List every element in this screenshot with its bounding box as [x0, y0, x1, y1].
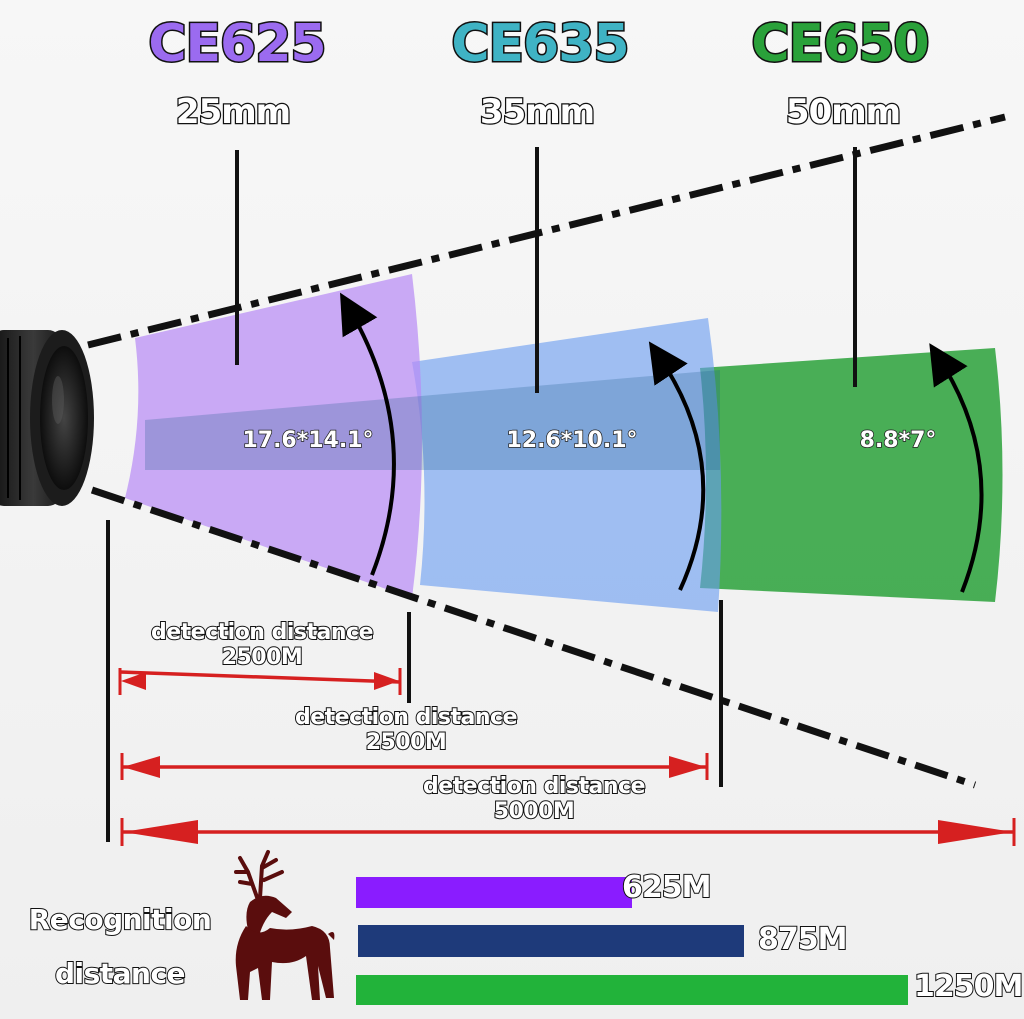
fov-boundary-bottom — [90, 486, 977, 789]
recognition-label-line1: Recognition — [28, 902, 213, 937]
fov-value-ce650: 8.8*7° — [859, 427, 937, 454]
lens-icon — [0, 330, 94, 506]
detection-value: 2500M — [365, 729, 448, 756]
detection-arrow-ce625 — [118, 668, 402, 695]
fov-arrow-ce625 — [340, 292, 396, 576]
beam-center — [145, 370, 720, 470]
fov-boundary-top — [87, 113, 1006, 349]
fov-arrow-ce650 — [929, 343, 984, 593]
detection-title: detection distance — [150, 619, 375, 646]
focal-length-ce625: 25mm — [175, 91, 293, 134]
detection-value: 5000M — [493, 798, 576, 825]
detection-title: detection distance — [422, 773, 647, 800]
model-title-ce635: CE635 — [450, 13, 631, 76]
fov-panel-ce635 — [412, 318, 722, 612]
fov-value-ce635: 12.6*10.1° — [506, 427, 639, 454]
fov-panel-ce650 — [700, 348, 1003, 602]
recognition-label-line2: distance — [54, 956, 187, 991]
focal-length-ce635: 35mm — [479, 91, 597, 134]
recognition-value-ce625: 625M — [621, 869, 713, 906]
detection-arrow-ce650 — [120, 818, 1016, 846]
model-title-ce650: CE650 — [750, 13, 931, 76]
deer-icon — [234, 850, 335, 1000]
detection-arrow-ce635 — [120, 753, 709, 780]
recognition-value-ce650: 1250M — [913, 968, 1024, 1005]
recognition-bar-ce625 — [356, 877, 632, 908]
recognition-value-ce635: 875M — [757, 921, 849, 958]
model-title-ce625: CE625 — [147, 13, 328, 76]
fov-value-ce625: 17.6*14.1° — [242, 427, 375, 454]
detection-title: detection distance — [294, 704, 519, 731]
recognition-bar-ce650 — [356, 975, 908, 1005]
detection-label-ce625: detection distance 2500M — [102, 619, 422, 671]
detection-label-ce635: detection distance 2500M — [246, 704, 566, 756]
recognition-bar-ce635 — [358, 925, 744, 957]
detection-label-ce650: detection distance 5000M — [374, 773, 694, 825]
recognition-label: Recognition distance — [20, 893, 220, 1001]
fov-arrow-ce635 — [648, 341, 706, 591]
focal-length-ce650: 50mm — [785, 91, 903, 134]
detection-value: 2500M — [221, 644, 304, 671]
fov-panel-ce625 — [125, 274, 422, 598]
